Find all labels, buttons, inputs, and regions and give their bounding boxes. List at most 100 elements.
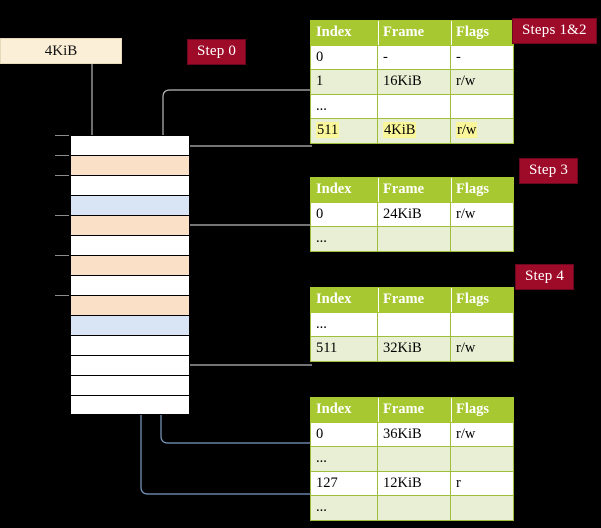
badge-label: Step 0 <box>197 43 237 59</box>
memory-frame-row <box>70 175 190 195</box>
source-frame-box: 4KiB <box>0 38 122 64</box>
cell-value: 511 <box>316 122 340 138</box>
cell-value: 32KiB <box>383 340 422 356</box>
memory-frame-row <box>70 135 190 155</box>
column-header-index: Index <box>310 287 378 313</box>
cell-flags: r/w <box>450 118 514 144</box>
memory-frame-row <box>70 215 190 235</box>
memory-row-tick <box>55 255 69 256</box>
table-row: ... <box>310 495 514 521</box>
cell-flags <box>450 93 514 119</box>
cell-value: 1 <box>316 73 324 89</box>
memory-frame-row <box>70 395 190 415</box>
cell-value: - <box>383 48 388 65</box>
cell-value: 12KiB <box>383 474 422 491</box>
table-row: 1 16KiB r/w <box>310 69 514 95</box>
memory-frame-row <box>70 155 190 175</box>
badge-label: Steps 1&2 <box>522 22 587 38</box>
table-row: ... <box>310 446 514 472</box>
cell-flags: - <box>450 44 514 70</box>
cell-value: - <box>456 48 461 65</box>
badge-step-4: Step 4 <box>516 265 574 289</box>
cell-value: 16KiB <box>383 73 422 89</box>
badge-label: Step 3 <box>529 162 569 178</box>
column-header-frame: Frame <box>377 397 451 423</box>
cell-index: ... <box>310 226 378 252</box>
cell-value: 0 <box>316 425 324 442</box>
cell-frame <box>377 495 451 521</box>
memory-row-tick <box>55 215 69 216</box>
cell-value: ... <box>316 97 327 114</box>
cell-flags: r <box>450 470 514 496</box>
cell-frame: 36KiB <box>377 421 451 447</box>
cell-value: ... <box>316 499 327 515</box>
cell-value: 511 <box>316 340 338 356</box>
cell-value: r/w <box>456 205 476 222</box>
table-row: ... <box>310 311 514 337</box>
cell-frame <box>377 226 451 252</box>
cell-index: 0 <box>310 421 378 447</box>
cell-value: r <box>456 474 461 491</box>
memory-frame-row <box>70 355 190 375</box>
table-row: 0 36KiB r/w <box>310 421 514 447</box>
cell-index: ... <box>310 446 378 472</box>
cell-index: 511 <box>310 118 378 144</box>
memory-frame-row <box>70 375 190 395</box>
cell-frame: 32KiB <box>377 336 451 362</box>
cell-value: r/w <box>456 73 476 89</box>
column-header-flags: Flags <box>450 177 514 203</box>
cell-frame: 12KiB <box>377 470 451 496</box>
column-header-index: Index <box>310 20 378 46</box>
cell-index: ... <box>310 495 378 521</box>
cell-frame: 24KiB <box>377 201 451 227</box>
badge-label: Step 4 <box>525 268 565 284</box>
column-header-frame: Frame <box>377 177 451 203</box>
memory-frame-row <box>70 295 190 315</box>
column-header-flags: Flags <box>450 20 514 46</box>
table-row: 0 24KiB r/w <box>310 201 514 227</box>
cell-flags <box>450 311 514 337</box>
cell-flags <box>450 446 514 472</box>
column-header-frame: Frame <box>377 287 451 313</box>
physical-memory-column <box>55 135 190 415</box>
cell-value: 127 <box>316 474 338 491</box>
table-row: ... <box>310 93 514 119</box>
cell-index: ... <box>310 311 378 337</box>
column-header-index: Index <box>310 177 378 203</box>
cell-frame: - <box>377 44 451 70</box>
cell-value: 4KiB <box>383 122 417 138</box>
cell-flags: r/w <box>450 69 514 95</box>
column-header-index: Index <box>310 397 378 423</box>
cell-index: 0 <box>310 44 378 70</box>
table-row: ... <box>310 226 514 252</box>
cell-value: r/w <box>456 340 476 356</box>
memory-frame-row <box>70 235 190 255</box>
cell-index: 1 <box>310 69 378 95</box>
cell-value: 24KiB <box>383 205 422 222</box>
cell-value: ... <box>316 450 327 466</box>
badge-step-3: Step 3 <box>520 159 578 183</box>
cell-index: 511 <box>310 336 378 362</box>
badge-step-0: Step 0 <box>188 40 246 64</box>
memory-frame-row <box>70 335 190 355</box>
table-row: 511 4KiB r/w <box>310 118 514 144</box>
cell-value: 0 <box>316 205 324 222</box>
memory-frame-row <box>70 315 190 335</box>
cell-flags: r/w <box>450 421 514 447</box>
cell-value: r/w <box>456 425 476 442</box>
column-header-flags: Flags <box>450 397 514 423</box>
cell-index: 127 <box>310 470 378 496</box>
table-row: 511 32KiB r/w <box>310 336 514 362</box>
cell-frame <box>377 93 451 119</box>
memory-frame-row <box>70 275 190 295</box>
cell-value: r/w <box>456 122 478 138</box>
connector-table2-to-memory <box>173 224 312 262</box>
memory-frame-row <box>70 195 190 215</box>
memory-row-tick <box>55 175 69 176</box>
cell-frame: 16KiB <box>377 69 451 95</box>
